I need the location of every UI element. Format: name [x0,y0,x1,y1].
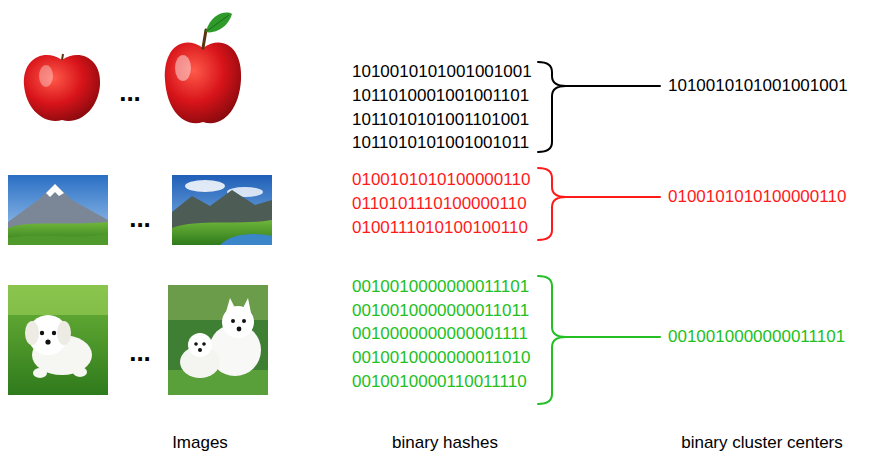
ellipsis: ... [129,342,151,362]
ellipsis: ... [129,208,151,228]
mountain-picture [8,175,108,245]
binary-hash: 0010010000000011010 [352,348,530,368]
apple-picture [24,54,100,121]
cluster-center: 1010010101001001001 [668,76,848,96]
bracket [538,276,660,404]
cluster-center: 0100101010100000110 [668,187,846,207]
binary-hash: 0010000000000001111 [352,324,528,344]
binary-hash: 0010010000000011011 [352,301,529,321]
binary-hash: 1010010101001001001 [352,62,532,82]
bracket [538,62,660,152]
bracket [538,168,660,240]
dog-picture [168,285,268,395]
dog-picture [8,285,108,395]
cluster-center: 0010010000000011101 [668,327,845,347]
binary-hash: 0100111010100100110 [352,218,528,238]
binary-hash: 1011010001001001101 [352,86,529,106]
binary-hash: 0010010000000011101 [352,277,529,297]
column-heading: Images [172,433,228,453]
apple-picture [165,13,241,124]
column-heading: binary cluster centers [681,433,843,453]
column-heading: binary hashes [392,433,498,453]
binary-hash: 1011010101001001011 [352,133,529,153]
ellipsis: ... [119,82,141,102]
mountain-picture [172,175,272,245]
binary-hash: 0110101110100000110 [352,194,527,214]
binary-hash: 0100101010100000110 [352,170,530,190]
binary-hash: 1011010101001101001 [352,110,529,130]
binary-hash: 0010010000110011110 [352,372,527,392]
